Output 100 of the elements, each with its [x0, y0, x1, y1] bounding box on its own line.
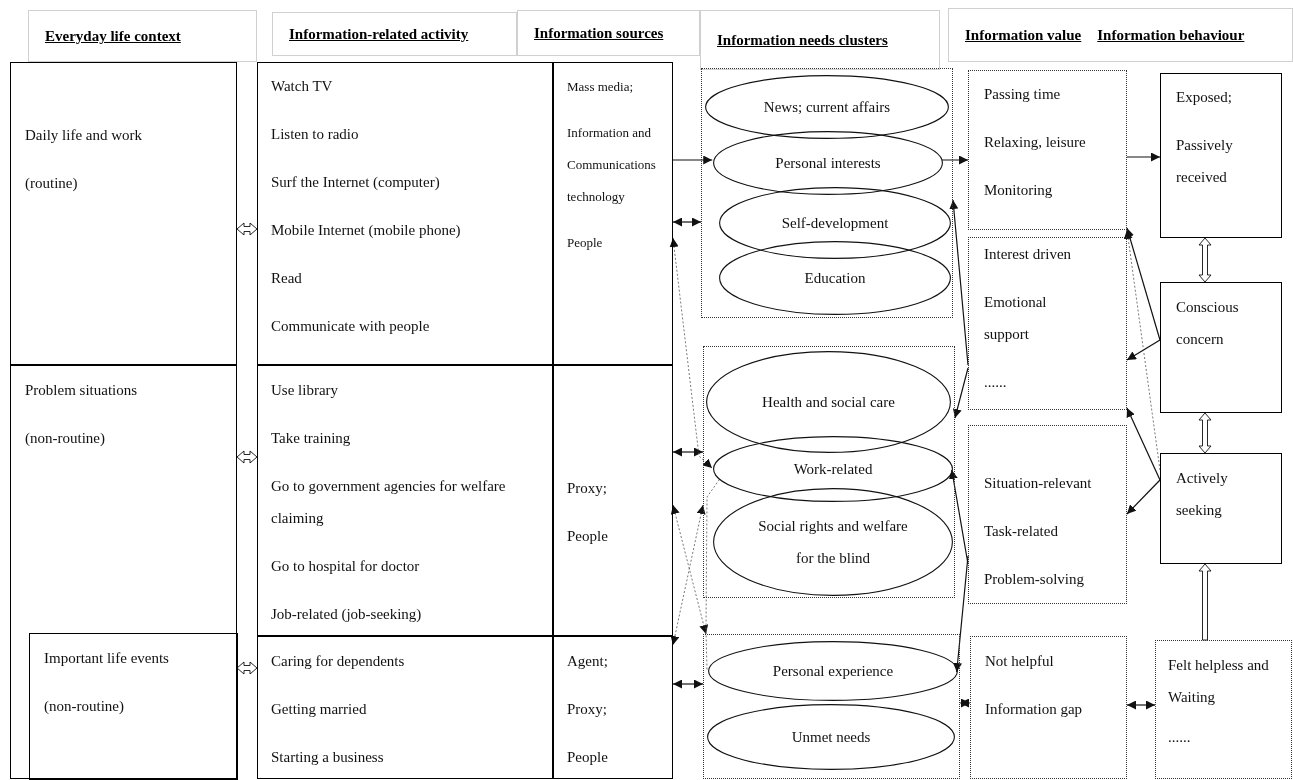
item-text: Proxy; — [567, 700, 608, 719]
dotted-box — [703, 346, 955, 598]
category-box — [1160, 282, 1282, 413]
item-text: Agent; — [567, 652, 609, 671]
category-box — [553, 365, 673, 636]
arrow — [1125, 227, 1161, 341]
need-ellipse — [713, 436, 953, 502]
item-text: Problem situations — [25, 381, 139, 400]
column-heading-box — [700, 10, 940, 70]
arrow — [949, 199, 969, 366]
item-text: Conscious concern — [1176, 298, 1240, 349]
item-text: (non-routine) — [44, 697, 125, 716]
need-ellipse — [706, 351, 951, 453]
item-text: People — [567, 748, 609, 767]
arrow — [672, 447, 704, 457]
item-text: Task-related — [984, 522, 1059, 541]
item-text: ...... — [984, 373, 1008, 392]
item-text: Not helpful — [985, 652, 1055, 671]
need-label: Personal interests — [775, 154, 881, 173]
item-text: Mass media; — [567, 78, 635, 96]
column-heading-box — [272, 12, 517, 56]
item-text: Mobile Internet (mobile phone) — [271, 221, 462, 240]
column-heading: Information-related activity — [289, 24, 469, 44]
dotted-arrow — [669, 237, 713, 469]
dotted-box — [701, 68, 953, 318]
arrow — [672, 217, 702, 227]
item-text: Surf the Internet (computer) — [271, 173, 441, 192]
column-heading: Information value — [965, 25, 1082, 45]
need-ellipse — [719, 241, 951, 315]
value-box — [968, 425, 1127, 604]
category-box — [553, 62, 673, 365]
need-ellipse — [707, 704, 955, 770]
category-box — [1160, 453, 1282, 564]
item-text: Listen to radio — [271, 125, 360, 144]
item-text: Use library — [271, 381, 340, 400]
category-box — [1160, 73, 1282, 238]
item-text: ...... — [1168, 728, 1192, 747]
arrow — [672, 679, 704, 689]
column-heading-box — [28, 10, 257, 62]
arrow — [1126, 700, 1156, 710]
value-box — [970, 636, 1127, 779]
item-text: Caring for dependents — [271, 652, 406, 671]
category-box — [257, 365, 553, 636]
need-label: Unmet needs — [791, 728, 871, 747]
need-ellipse — [705, 75, 949, 139]
item-text: Job-related (job-seeking) — [271, 605, 423, 624]
need-label: Work-related — [793, 460, 873, 479]
value-box — [968, 237, 1127, 410]
category-box — [257, 636, 553, 779]
category-box — [553, 636, 673, 779]
dotted-arrow — [959, 698, 971, 708]
item-text: Go to government agencies for welfare claiming — [271, 477, 507, 528]
item-text: Emotional support — [984, 293, 1048, 344]
item-text: Go to hospital for doctor — [271, 557, 421, 576]
arrow — [1126, 479, 1161, 515]
hollow-double-arrow — [1198, 412, 1212, 454]
item-text: Getting married — [271, 700, 368, 719]
hollow-double-arrow — [236, 450, 258, 464]
item-text: Information gap — [985, 700, 1084, 719]
item-text: People — [567, 527, 609, 546]
category-box — [10, 365, 237, 779]
item-text: (routine) — [25, 174, 79, 193]
dotted-line — [705, 479, 720, 671]
item-text: Starting a business — [271, 748, 385, 767]
item-text: Relaxing, leisure — [984, 133, 1087, 152]
arrow — [1126, 339, 1161, 361]
item-text: Take training — [271, 429, 352, 448]
column-heading: Information sources — [534, 23, 664, 43]
arrow — [672, 155, 713, 165]
item-text: Communicate with people — [271, 317, 431, 336]
column-heading: Everyday life context — [45, 26, 181, 46]
item-text: Daily life and work — [25, 126, 144, 145]
item-text: Interest driven — [984, 245, 1073, 264]
item-text: Felt helpless and Waiting — [1168, 656, 1270, 707]
column-heading: Information behaviour — [1097, 25, 1245, 45]
arrow — [948, 469, 969, 565]
need-ellipse — [719, 187, 951, 259]
item-text: Passing time — [984, 85, 1062, 104]
need-label: Education — [804, 269, 866, 288]
value-box — [1155, 640, 1292, 779]
item-text: Important life events — [44, 649, 170, 668]
dotted-box — [703, 634, 960, 779]
hollow-double-arrow — [236, 222, 258, 236]
need-label: Health and social care — [762, 393, 895, 412]
column-heading-box — [517, 10, 700, 56]
need-ellipse — [708, 641, 958, 701]
item-text: Watch TV — [271, 77, 334, 96]
need-ellipse — [713, 131, 943, 195]
item-text: Exposed; — [1176, 88, 1233, 107]
item-text: Actively seeking — [1176, 469, 1229, 520]
item-text: Passively received — [1176, 136, 1234, 187]
item-text: Information and Communications technology — [567, 124, 657, 206]
need-ellipse — [713, 488, 953, 596]
arrow — [1126, 407, 1161, 481]
need-label: Personal experience — [772, 662, 894, 681]
item-text: Proxy; — [567, 479, 608, 498]
need-label: Social rights and welfare for the blind — [757, 517, 909, 568]
arrow — [953, 555, 969, 673]
item-text: Monitoring — [984, 181, 1054, 200]
category-box — [257, 62, 553, 365]
